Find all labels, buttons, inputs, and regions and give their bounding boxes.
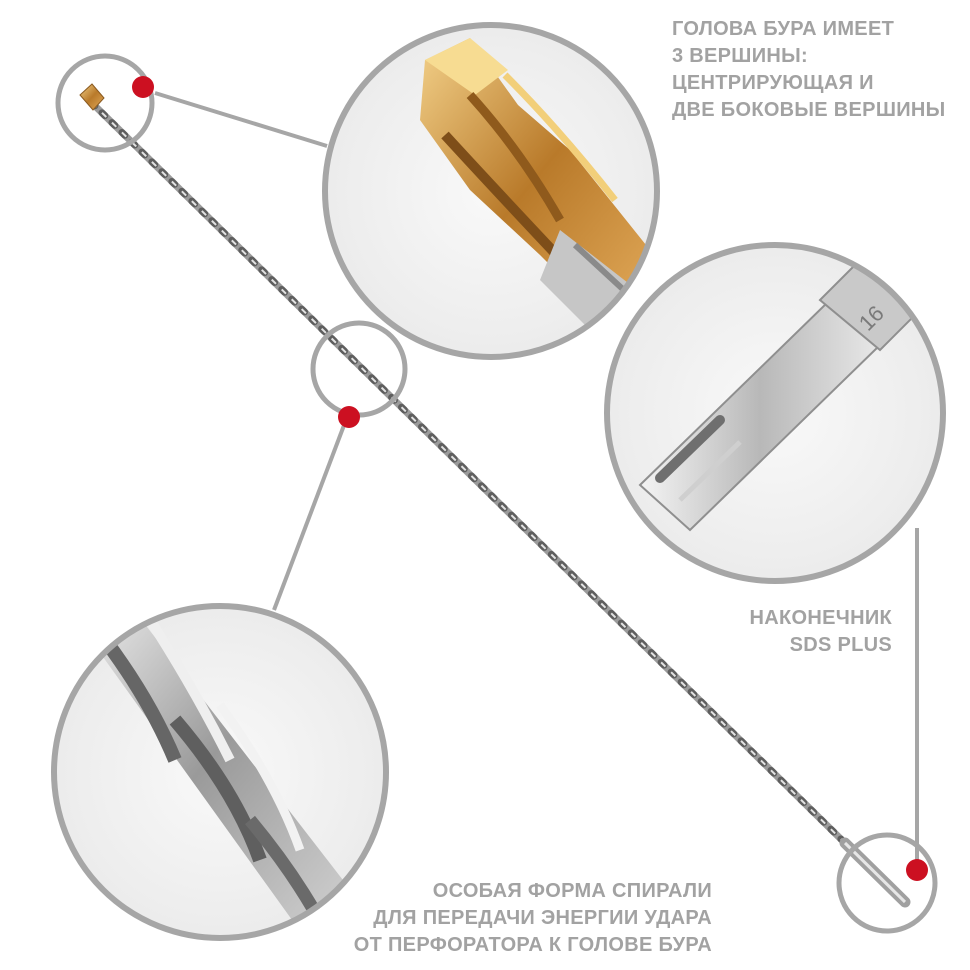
- spiral-caption: Особая форма спирали для передачи энерги…: [354, 878, 712, 959]
- marker-dot-shank: [906, 859, 928, 881]
- caption-line: 3 вершины:: [672, 45, 808, 67]
- marker-dot-spiral: [338, 406, 360, 428]
- caption-line: SDS PLUS: [789, 634, 892, 656]
- connector-lines: [154, 91, 919, 870]
- drill-head-caption: Голова бура имеет 3 вершины: центрирующа…: [672, 16, 946, 124]
- shank-caption: Наконечник SDS PLUS: [749, 605, 892, 659]
- sds-shank-closeup: 16: [604, 242, 946, 584]
- caption-line: Особая форма спирали: [432, 880, 712, 902]
- caption-line: для передачи энергии удара: [373, 907, 712, 929]
- marker-dot-head: [132, 76, 154, 98]
- caption-line: Наконечник: [749, 607, 892, 629]
- caption-line: две боковые вершины: [672, 99, 946, 121]
- caption-line: центрирующая и: [672, 72, 874, 94]
- drill-bit: [79, 83, 911, 908]
- caption-line: Голова бура имеет: [672, 18, 895, 40]
- marker-dots: [132, 76, 928, 881]
- caption-line: от перфоратора к голове бура: [353, 934, 712, 956]
- drill-head-closeup: [322, 22, 660, 360]
- spiral-closeup: [51, 603, 389, 941]
